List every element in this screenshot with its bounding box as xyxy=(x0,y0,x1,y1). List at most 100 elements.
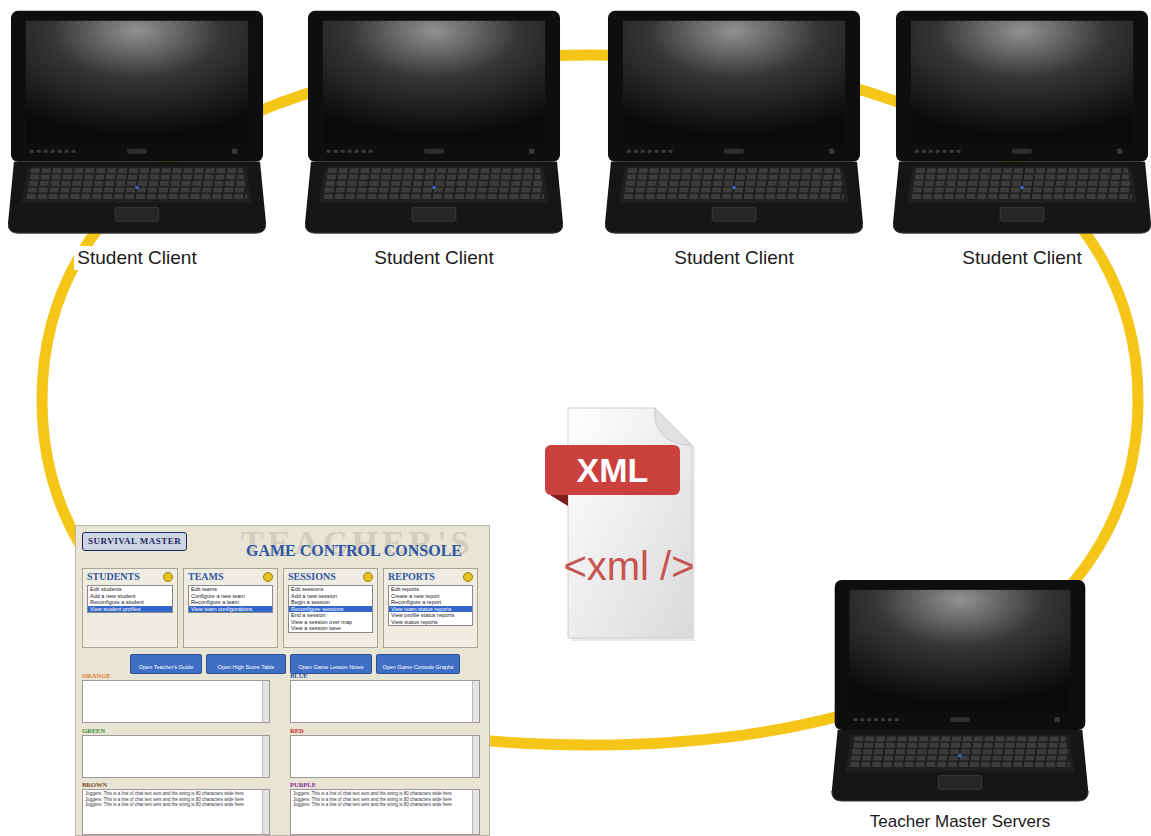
panel-title: RED xyxy=(290,727,480,735)
scrollbar xyxy=(262,790,269,834)
list-item: Edit students xyxy=(88,586,172,593)
help-icon xyxy=(163,572,173,582)
device-label: Student Client xyxy=(671,246,796,270)
console-button: Open High Score Table xyxy=(206,654,286,674)
console-screenshot: SURVIVAL MASTERTEACHER'SGAME CONTROL CON… xyxy=(75,525,490,836)
team-chat-panel: BROWN Joggers: This is a line of chat tex… xyxy=(82,781,270,836)
list-item: End a session xyxy=(289,612,372,619)
list-box: Edit teamsConfigure a new teamReconfigur… xyxy=(188,585,273,613)
student-laptop: Student Client xyxy=(8,10,266,270)
file-code-text: <xml /> xyxy=(553,543,705,589)
list-item: View a session over map xyxy=(289,619,372,626)
panel-title: STUDENTS xyxy=(87,571,140,583)
chat-line: Joggers: This is a line of chat text sen… xyxy=(85,797,261,803)
list-item: Add a new session xyxy=(289,593,372,600)
list-item: Create a new report xyxy=(389,593,472,600)
badge-text: XML xyxy=(545,445,680,495)
console-button: Open Game Console Graphs xyxy=(376,654,460,674)
chat-box xyxy=(290,680,480,723)
console-title: GAME CONTROL CONSOLE xyxy=(246,542,462,560)
chat-box xyxy=(82,735,270,778)
page-fold xyxy=(655,408,692,445)
list-item: View team status reports xyxy=(389,606,472,613)
menu-panel: SESSIONS Edit sessionsAdd a new sessionBe… xyxy=(283,568,378,648)
scrollbar xyxy=(262,681,269,722)
list-item: Reconfigure sessions xyxy=(289,606,372,613)
team-chat-panel: RED xyxy=(290,727,480,779)
chat-line: Joggers: This is a line of chat text sen… xyxy=(85,791,261,797)
menu-panel: REPORTS Edit reportsCreate a new reportRe… xyxy=(383,568,478,648)
team-chat-panel: PURPLE Joggers: This is a line of chat te… xyxy=(290,781,480,836)
list-item: Configure a new team xyxy=(189,593,272,600)
laptop-picture xyxy=(832,580,1089,801)
chat-line: Joggers: This is a line of chat text sen… xyxy=(293,791,471,797)
scrollbar xyxy=(262,736,269,777)
student-laptop: Student Client xyxy=(605,10,863,270)
badge-ribbon xyxy=(550,495,568,506)
button-label: Open Game Console Graphs xyxy=(382,664,453,670)
console-button: Open Teacher's Guide xyxy=(130,654,202,674)
laptop-picture xyxy=(8,11,266,233)
student-laptop: Student Client xyxy=(305,10,563,270)
xml-file-icon: XML <xml /> xyxy=(545,408,705,640)
device-label: Student Client xyxy=(959,246,1084,270)
list-item: Add a new student xyxy=(88,593,172,600)
help-icon xyxy=(463,572,473,582)
file-page xyxy=(568,408,692,638)
panel-title: REPORTS xyxy=(388,571,435,583)
student-laptop: Student Client xyxy=(893,10,1151,270)
panel-title: BLUE xyxy=(290,672,480,680)
device-label: Student Client xyxy=(74,246,199,270)
list-item: Edit sessions xyxy=(289,586,372,593)
laptop-picture xyxy=(305,11,563,233)
list-item: Edit reports xyxy=(389,586,472,593)
panel-title: SESSIONS xyxy=(288,571,336,583)
panel-title: ORANGE xyxy=(82,672,270,680)
list-box: Edit reportsCreate a new reportReconfigu… xyxy=(388,585,473,626)
menu-panel: STUDENTS Edit studentsAdd a new studentRe… xyxy=(82,568,178,648)
chat-line: Joggers: This is a line of chat text sen… xyxy=(293,797,471,803)
scrollbar xyxy=(472,681,479,722)
panel-title: GREEN xyxy=(82,727,270,735)
panel-header: REPORTS xyxy=(384,569,477,585)
chat-box xyxy=(82,680,270,723)
list-box: Edit studentsAdd a new studentReconfigur… xyxy=(87,585,173,613)
chat-line: Joggers: This is a line of chat text sen… xyxy=(85,802,261,808)
game-logo: SURVIVAL MASTER xyxy=(82,532,187,551)
teacher-laptop: Teacher Master Servers xyxy=(830,580,1090,832)
console-button: Open Game Lesson Notes xyxy=(290,654,372,674)
laptop-picture xyxy=(893,11,1151,233)
list-item: View team configurations xyxy=(189,606,272,613)
menu-panel: TEAMSEdit teamsConfigure a new teamRecon… xyxy=(183,568,278,648)
help-icon xyxy=(263,572,273,582)
list-item: Edit teams xyxy=(189,586,272,593)
panel-title: BROWN xyxy=(82,781,270,789)
panel-header: SESSIONS xyxy=(284,569,377,585)
chat-box: Joggers: This is a line of chat text sen… xyxy=(82,789,270,835)
button-label: Open High Score Table xyxy=(218,664,275,670)
team-chat-panel: GREEN xyxy=(82,727,270,779)
help-icon xyxy=(363,572,373,582)
list-item: View a session save xyxy=(289,625,372,632)
list-item: View profile status reports xyxy=(389,612,472,619)
team-chat-panel: ORANGE xyxy=(82,672,270,724)
laptop-picture xyxy=(605,11,863,233)
chat-box: Joggers: This is a line of chat text sen… xyxy=(290,789,480,835)
list-box: Edit sessionsAdd a new sessionBegin a se… xyxy=(288,585,373,633)
button-label: Open Teacher's Guide xyxy=(139,664,193,670)
list-item: View student profiles xyxy=(88,606,172,613)
team-chat-panel: BLUE xyxy=(290,672,480,724)
button-label: Open Game Lesson Notes xyxy=(298,664,363,670)
chat-line: Joggers: This is a line of chat text sen… xyxy=(293,802,471,808)
panel-title: PURPLE xyxy=(290,781,480,789)
panel-header: TEAMS xyxy=(184,569,277,585)
scrollbar xyxy=(472,736,479,777)
list-item: View status reports xyxy=(389,619,472,626)
device-label: Teacher Master Servers xyxy=(867,812,1053,832)
panel-header: STUDENTS xyxy=(83,569,177,585)
chat-box xyxy=(290,735,480,778)
file-badge: XML xyxy=(545,445,680,495)
scrollbar xyxy=(472,790,479,834)
device-label: Student Client xyxy=(371,246,496,270)
